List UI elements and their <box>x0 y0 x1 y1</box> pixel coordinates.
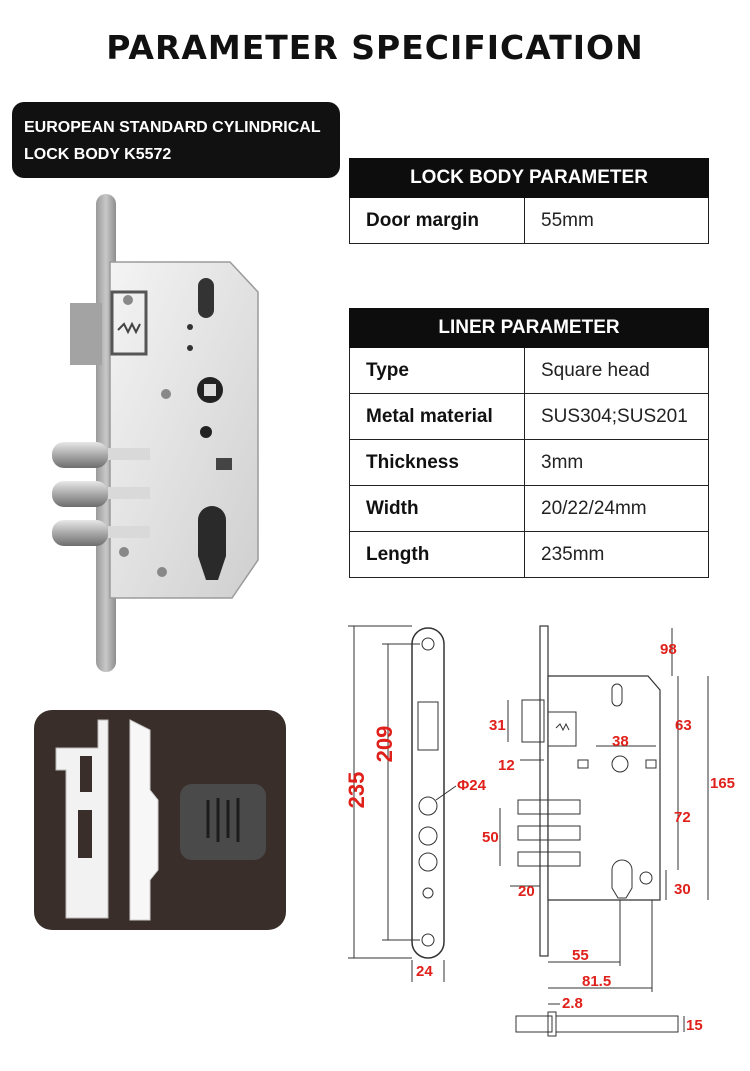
screw-icon <box>161 389 171 399</box>
spring-icon <box>117 321 141 335</box>
param-value: 55mm <box>524 197 709 244</box>
screw-icon <box>123 295 133 305</box>
rivet <box>187 324 193 330</box>
dim-31: 31 <box>489 717 506 734</box>
rivet <box>187 345 193 351</box>
table-row: Width 20/22/24mm <box>349 485 709 532</box>
bolt-hole <box>418 852 438 872</box>
strike-box-icon <box>129 719 159 921</box>
dim-235: 235 <box>344 772 369 809</box>
bolt-rail <box>108 526 150 538</box>
small-hole <box>645 759 657 769</box>
dim-12: 12 <box>498 757 515 774</box>
dim-81-5: 81.5 <box>582 973 611 990</box>
lock-case <box>109 261 259 599</box>
dim-98: 98 <box>660 641 677 658</box>
cylinder-hole <box>198 506 226 580</box>
deadbolt-outline <box>517 825 581 841</box>
param-value: 20/22/24mm <box>524 485 709 532</box>
table-row: Type Square head <box>349 347 709 394</box>
screws-icon <box>206 798 240 842</box>
latch-slot <box>417 701 439 751</box>
dim-30: 30 <box>674 881 691 898</box>
param-key: Width <box>349 485 525 532</box>
bolt-rail <box>108 448 150 460</box>
deadbolt-2 <box>52 481 108 507</box>
faceplate-outline <box>539 625 549 957</box>
lock-body-photo <box>52 194 259 672</box>
latch-window <box>547 711 577 747</box>
table-row: Door margin 55mm <box>349 197 709 244</box>
screw-hole <box>421 933 435 947</box>
table-row: Metal material SUS304;SUS201 <box>349 393 709 440</box>
faceplate-outline <box>411 627 445 959</box>
stud-slot <box>216 458 232 470</box>
screw-hole <box>421 637 435 651</box>
param-value: 235mm <box>524 531 709 578</box>
slot-hole <box>198 278 214 318</box>
param-key: Door margin <box>349 197 525 244</box>
param-key: Type <box>349 347 525 394</box>
side-view-bolt <box>515 1015 553 1033</box>
latch-outline <box>521 699 545 743</box>
slot-hole <box>611 683 623 707</box>
screw-hole <box>639 871 653 885</box>
lock-body-table-header: LOCK BODY PARAMETER <box>349 158 709 198</box>
lock-body-drawing <box>499 625 709 1037</box>
liner-parameter-table: LINER PARAMETER Type Square head Metal m… <box>349 308 709 578</box>
deadbolt-3 <box>52 520 108 546</box>
dim-2-8: 2.8 <box>562 995 583 1012</box>
screw-hole <box>200 426 212 438</box>
param-key: Metal material <box>349 393 525 440</box>
dim-diameter-24: Φ24 <box>457 777 487 794</box>
deadbolt-1 <box>52 442 108 468</box>
param-key: Length <box>349 531 525 578</box>
dim-72: 72 <box>674 809 691 826</box>
badge-line-2: LOCK BODY K5572 <box>24 146 172 163</box>
product-badge: EUROPEAN STANDARD CYLINDRICAL LOCK BODY … <box>12 102 340 178</box>
small-hole <box>577 759 589 769</box>
table-row: Length 235mm <box>349 531 709 578</box>
screw-icon <box>157 567 167 577</box>
dim-15: 15 <box>686 1017 703 1034</box>
bolt-hole <box>418 826 438 846</box>
param-value: SUS304;SUS201 <box>524 393 709 440</box>
latch-window <box>110 290 148 356</box>
dim-165: 165 <box>710 775 735 792</box>
faceplate-drawing <box>348 625 457 982</box>
page-title: PARAMETER SPECIFICATION <box>106 28 644 67</box>
deadbolt-outline <box>517 799 581 815</box>
strike-slot <box>78 810 92 858</box>
spring-icon <box>555 722 570 732</box>
latch-bolt <box>70 303 102 365</box>
spindle-hole <box>611 755 629 773</box>
strike-slot <box>80 756 92 792</box>
screws-box <box>180 784 266 860</box>
badge-line-1: EUROPEAN STANDARD CYLINDRICAL <box>24 119 321 136</box>
dim-209: 209 <box>372 726 397 763</box>
dim-50: 50 <box>482 829 499 846</box>
bolt-rail <box>108 487 150 499</box>
dim-38: 38 <box>612 733 629 750</box>
side-view-case <box>555 1015 679 1033</box>
param-value: Square head <box>524 347 709 394</box>
dim-63: 63 <box>675 717 692 734</box>
bolt-hole <box>418 796 438 816</box>
spindle-square <box>204 384 216 396</box>
lock-body-parameter-table: LOCK BODY PARAMETER Door margin 55mm <box>349 158 709 244</box>
deadbolt-outline <box>517 851 581 867</box>
screw-hole <box>422 887 434 899</box>
accessories-photo <box>34 710 286 930</box>
leader-line <box>435 785 457 801</box>
dim-20: 20 <box>518 883 535 900</box>
liner-table-header: LINER PARAMETER <box>349 308 709 348</box>
cylinder-hole <box>611 859 633 899</box>
screw-icon <box>119 547 129 557</box>
dim-24: 24 <box>416 963 433 980</box>
dim-55: 55 <box>572 947 589 964</box>
